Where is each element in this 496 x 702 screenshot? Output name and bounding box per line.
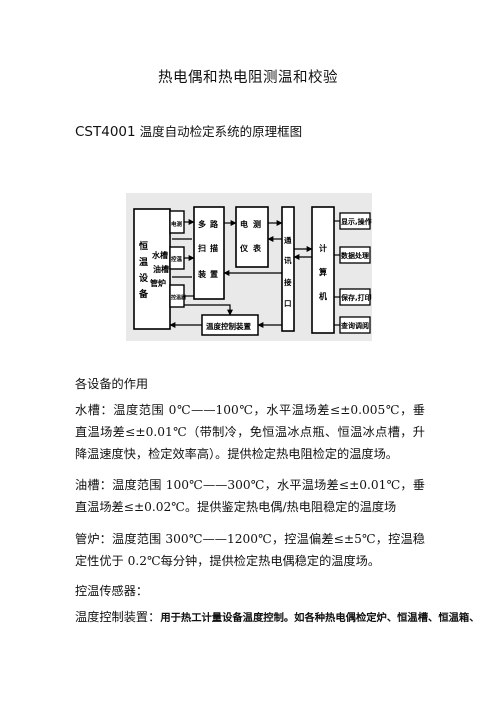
constant-temp-block <box>133 208 171 330</box>
output-query-label: 查询调阅 <box>341 321 369 330</box>
left-char-4: 备 <box>138 288 149 300</box>
oil-tank-paragraph: 油槽：温度范围 100℃——300℃，水平温场差≤±0.01℃，垂直温场差≤±0… <box>75 478 425 514</box>
meter-char-3: 仪 <box>239 244 249 253</box>
if-char-2: 讯 <box>284 255 292 265</box>
mux-char-4: 描 <box>210 243 218 253</box>
meter-char-4: 表 <box>252 243 262 253</box>
mux-char-3: 扫 <box>198 243 206 253</box>
diagram-caption: CST4001 温度自动检定系统的原理框图 <box>75 121 302 140</box>
mux-char-1: 多 <box>198 219 206 229</box>
block-diagram: 恒 温 设 备 水槽 油槽 管炉 电测 控温 控温器 多 路 扫 描 装 置 电… <box>126 193 372 341</box>
output-print-label: 保存,打印 <box>340 293 372 302</box>
if-char-4: 口 <box>284 299 292 308</box>
caption-text: 温度自动检定系统的原理框图 <box>135 124 303 139</box>
control-device-paragraph: 温度控制装置：用于热工计量设备温度控制。如各种热电偶检定炉、恒温槽、恒温箱、 <box>75 606 480 629</box>
pc-char-2: 算 <box>319 267 327 277</box>
pc-char-1: 计 <box>319 243 327 253</box>
output-display-label: 显示,操作 <box>341 217 372 226</box>
computer-block <box>311 206 335 334</box>
meter-block <box>235 206 269 268</box>
left-char-3: 设 <box>139 272 149 284</box>
temp-control-label: 温度控制装置 <box>206 321 251 331</box>
small-box-mid-label: 控温 <box>171 255 183 263</box>
page-title: 热电偶和热电阻测温和校验 <box>158 70 338 86</box>
control-device-label: 温度控制装置： <box>75 610 161 624</box>
section-heading: 各设备的作用 <box>75 377 149 391</box>
caption-model: CST4001 <box>75 124 136 140</box>
left-char-1: 恒 <box>139 240 148 252</box>
tube-furnace-paragraph: 管炉：温度范围 300℃——1200℃，控温偏差≤±5℃，控温稳定性优于 0.2… <box>75 532 425 568</box>
furnace-label: 管炉 <box>150 278 166 288</box>
small-box-top-label: 电测 <box>171 220 183 228</box>
meter-char-1: 电 <box>240 219 248 229</box>
output-data-label: 数据处理 <box>341 251 369 260</box>
left-char-2: 温 <box>139 256 148 268</box>
multiplexer-block <box>193 206 225 300</box>
water-tank-paragraph: 水槽：温度范围 0℃——100℃，水平温场差≤±0.005℃，垂直温场差≤±0.… <box>75 403 425 461</box>
mux-char-6: 置 <box>210 269 218 279</box>
if-char-1: 通 <box>284 235 292 245</box>
small-box-low-label: 控温器 <box>171 294 187 301</box>
pc-char-3: 机 <box>319 291 327 301</box>
sensor-paragraph: 控温传感器： <box>75 584 149 598</box>
if-char-3: 接 <box>284 277 292 287</box>
mux-char-2: 路 <box>210 219 219 229</box>
water-label: 水槽 <box>151 250 168 260</box>
interface-block <box>281 206 295 332</box>
mux-char-5: 装 <box>197 269 206 279</box>
oil-label: 油槽 <box>153 264 169 274</box>
control-device-text: 用于热工计量设备温度控制。如各种热电偶检定炉、恒温槽、恒温箱、 <box>160 612 480 624</box>
meter-char-2: 测 <box>253 219 261 229</box>
